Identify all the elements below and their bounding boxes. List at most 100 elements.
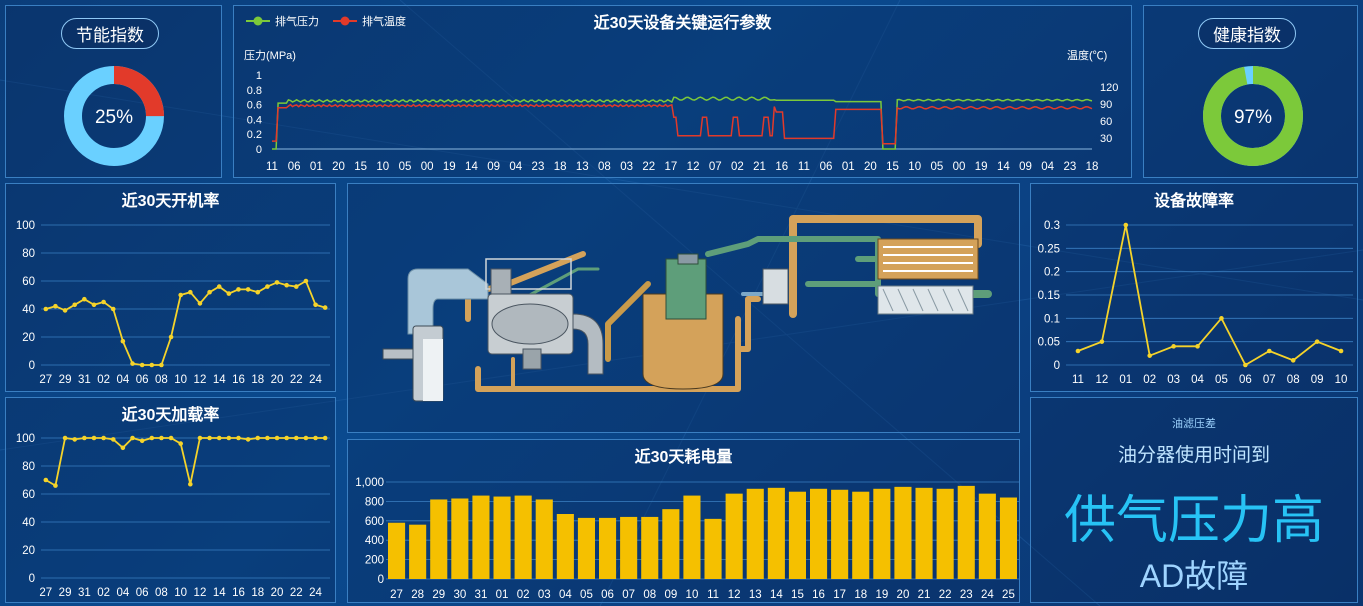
power-bar — [662, 509, 680, 579]
trend-ytick-left: 0.4 — [247, 114, 262, 126]
trend-xtick: 11 — [266, 161, 278, 173]
legend-pressure-label: 排气压力 — [275, 14, 319, 28]
trend-xtick: 23 — [532, 161, 545, 173]
power-xtick: 24 — [981, 589, 994, 601]
power-bar — [788, 491, 806, 579]
power-xtick: 07 — [622, 589, 635, 601]
trend-ytick-left: 0.2 — [247, 129, 262, 141]
startup-rate-xtick: 20 — [271, 374, 284, 386]
fault-rate-ytick: 0.25 — [1038, 243, 1060, 255]
trend-xtick: 10 — [908, 161, 921, 173]
load-rate-point — [236, 435, 241, 441]
trend-xtick: 18 — [554, 161, 567, 173]
trend-xtick: 14 — [465, 161, 478, 173]
energy-value: 25% — [95, 107, 133, 128]
power-bar — [451, 498, 469, 579]
power-bar — [873, 488, 891, 579]
load-rate-point — [72, 437, 78, 442]
startup-rate-point — [149, 362, 155, 368]
load-rate-title: 近30天加载率 — [121, 407, 220, 424]
load-rate-xtick: 20 — [271, 587, 284, 599]
power-bar — [683, 495, 701, 579]
power-bar — [577, 517, 595, 579]
power-xtick: 01 — [496, 589, 509, 601]
legend-temperature[interactable]: 排气温度 — [333, 14, 406, 28]
power-xtick: 14 — [770, 589, 783, 601]
trend-xtick: 18 — [1086, 161, 1099, 173]
load-rate-ytick: 60 — [22, 489, 35, 501]
startup-rate-line — [45, 279, 326, 366]
power-xtick: 06 — [601, 589, 614, 601]
startup-rate-ytick: 80 — [22, 248, 35, 260]
compressor-schematic-panel — [347, 183, 1020, 433]
trend-xtick: 07 — [709, 161, 722, 173]
startup-rate-xtick: 12 — [194, 374, 207, 386]
power-ytick: 400 — [365, 535, 384, 547]
startup-rate-point — [72, 302, 78, 308]
pressure-series — [272, 96, 1093, 150]
load-rate-point — [197, 435, 203, 441]
load-rate-point — [303, 435, 309, 441]
load-rate-line — [45, 436, 326, 488]
trend-xtick: 12 — [687, 161, 700, 173]
power-bar — [894, 486, 912, 579]
startup-rate-xtick: 02 — [97, 374, 110, 386]
startup-rate-point — [303, 278, 309, 284]
status-line1: 油分器使用时间到 — [1117, 445, 1270, 466]
power-xtick: 19 — [875, 589, 888, 601]
load-rate-xtick: 06 — [136, 587, 149, 599]
trend-xtick: 13 — [576, 161, 589, 173]
power-xtick: 15 — [791, 589, 804, 601]
fault-rate-title: 设备故障率 — [1153, 193, 1234, 210]
startup-rate-point — [91, 302, 97, 308]
trend-ytick-left: 1 — [256, 70, 262, 82]
startup-rate-ytick: 60 — [22, 276, 35, 288]
fault-rate-point — [1219, 316, 1224, 321]
power-bar — [936, 488, 954, 579]
fault-rate-xtick: 07 — [1263, 374, 1276, 386]
startup-rate-ytick: 20 — [22, 332, 35, 344]
fault-rate-xtick: 09 — [1311, 374, 1324, 386]
fault-rate-xtick: 11 — [1072, 374, 1084, 386]
power-bar — [599, 517, 617, 579]
startup-rate-point — [168, 334, 174, 340]
fault-rate-point — [1147, 353, 1153, 358]
trend-title: 近30天设备关键运行参数 — [593, 15, 772, 32]
trend-xtick: 11 — [798, 161, 810, 173]
load-rate-ytick: 40 — [22, 517, 35, 529]
power-ytick: 0 — [378, 574, 384, 586]
fault-rate-xtick: 12 — [1095, 374, 1108, 386]
load-rate-point — [188, 481, 193, 487]
trend-ytick-right: 60 — [1100, 116, 1112, 128]
legend-pressure[interactable]: 排气压力 — [246, 14, 319, 28]
power-xtick: 09 — [664, 589, 677, 601]
startup-rate-xtick: 04 — [116, 374, 129, 386]
fault-rate-point — [1314, 339, 1320, 344]
load-rate-point — [293, 435, 299, 441]
startup-rate-point — [82, 296, 87, 302]
trend-xtick: 19 — [443, 161, 456, 173]
load-rate-point — [255, 435, 261, 441]
load-rate-point — [207, 435, 212, 441]
load-rate-xtick: 29 — [59, 587, 72, 599]
power-bar — [535, 499, 553, 579]
startup-rate-point — [178, 292, 183, 298]
trend-xtick: 19 — [975, 161, 988, 173]
power-bar — [746, 488, 764, 579]
startup-rate-title: 近30天开机率 — [121, 193, 220, 210]
fault-rate-xtick: 03 — [1167, 374, 1180, 386]
startup-rate-point — [130, 361, 135, 366]
fault-rate-xtick: 08 — [1287, 374, 1300, 386]
startup-rate-point — [322, 305, 328, 310]
trend-ytick-right: 90 — [1100, 99, 1112, 111]
trend-xtick: 09 — [487, 161, 500, 173]
trend-xtick: 09 — [1019, 161, 1032, 173]
load-rate-xtick: 10 — [174, 587, 187, 599]
startup-rate-xtick: 29 — [59, 374, 72, 386]
startup-rate-xtick: 14 — [213, 374, 226, 386]
power-consumption-title: 近30天耗电量 — [634, 449, 733, 466]
fault-rate-point — [1099, 339, 1105, 344]
power-bar — [641, 516, 659, 579]
startup-rate-point — [62, 308, 68, 313]
